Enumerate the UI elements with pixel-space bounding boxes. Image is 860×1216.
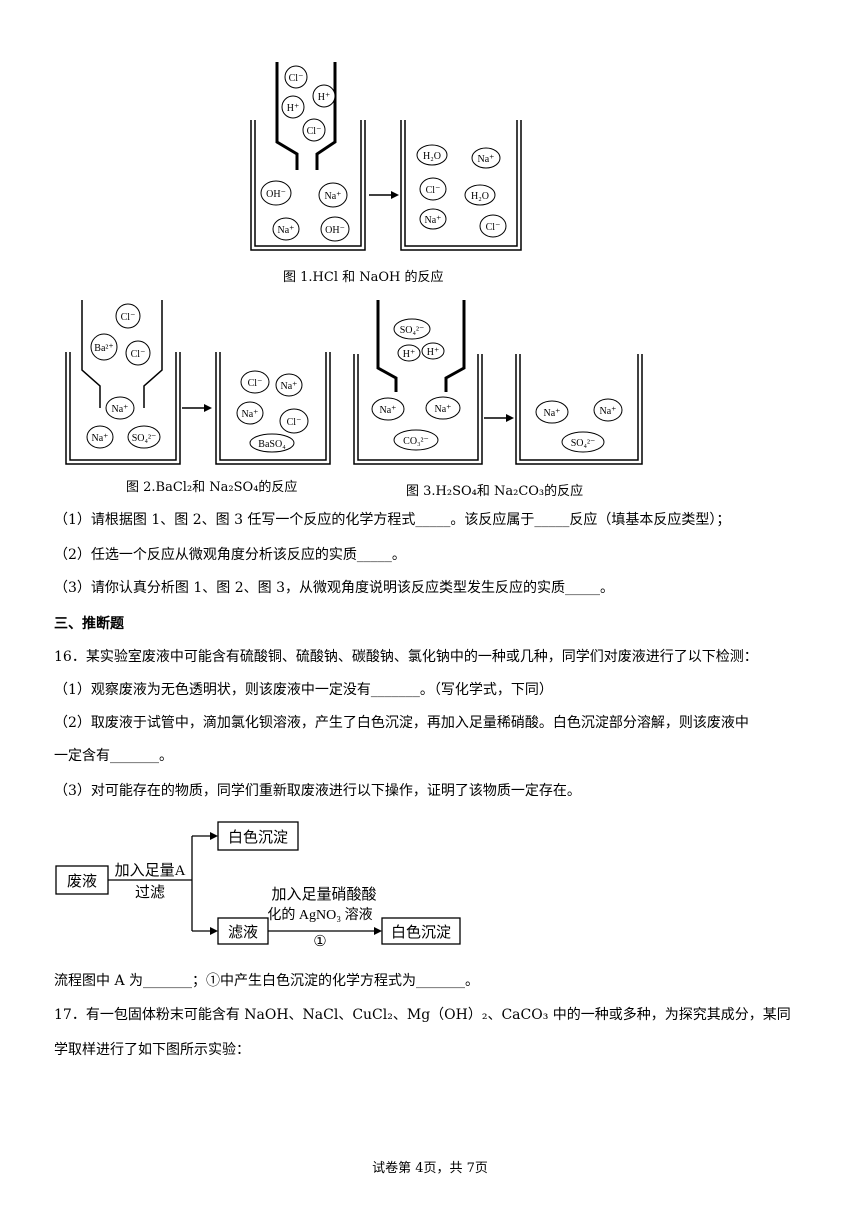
q17-line2: 学取样进行了如下图所示实验： — [54, 1042, 250, 1058]
fig3-ion: H⁺ — [427, 347, 440, 358]
flow-step1-label: 加入足量A — [115, 862, 186, 879]
page-footer: 试卷第 4页，共 7页 — [372, 1161, 488, 1176]
fig1-ion: H₂O — [471, 191, 489, 202]
q16-answer-line: 流程图中 A 为_______；①中产生白色沉淀的化学方程式为_______。 — [54, 973, 480, 989]
fig1-ion: H⁺ — [318, 92, 331, 103]
section-title: 三、推断题 — [54, 616, 124, 632]
fig1-ion: OH⁻ — [266, 189, 286, 200]
q16-part3: （3）对可能存在的物质，同学们重新取废液进行以下操作，证明了该物质一定存在。 — [54, 783, 581, 799]
fig2-ion: Na⁺ — [242, 409, 259, 420]
q15-part2: （2）任选一个反应从微观角度分析该反应的实质_____。 — [54, 547, 406, 563]
fig1-ion: Na⁺ — [325, 191, 342, 202]
figure-3: SO₄²⁻ H⁺ H⁺ Na⁺ Na⁺ CO₃²⁻ Na⁺ Na⁺ SO₄²⁻ — [353, 300, 643, 465]
flow-precip-box-2: 白色沉淀 — [391, 924, 451, 941]
flow-step1-sub-label: 过滤 — [135, 884, 165, 901]
q15-part3: （3）请你认真分析图 1、图 2、图 3，从微观角度说明该反应类型发生反应的实质… — [54, 580, 614, 596]
fig2-ion: Ba²⁺ — [94, 343, 113, 354]
fig1-ion: Cl⁻ — [426, 185, 441, 196]
q15-part1: （1）请根据图 1、图 2、图 3 任写一个反应的化学方程式_____。该反应属… — [54, 512, 731, 528]
fig3-ion: Na⁺ — [435, 404, 452, 415]
flow-chart: 废液 白色沉淀 滤液 白色沉淀 加入足量A 过滤 加入足量硝酸酸 化的 AgNO… — [55, 821, 461, 950]
q16-part1: （1）观察废液为无色透明状，则该废液中一定没有_______。（写化学式，下同） — [54, 682, 553, 698]
fig2-ion: Cl⁻ — [248, 378, 263, 389]
fig1-ion: Cl⁻ — [486, 222, 501, 233]
q16-part2b: 一定含有_______。 — [54, 748, 173, 764]
figure-2: Cl⁻ Ba²⁺ Cl⁻ Na⁺ Na⁺ SO₄²⁻ Cl⁻ Na⁺ Na⁺ C… — [65, 300, 331, 465]
fig3-ion: SO₄²⁻ — [400, 325, 425, 336]
fig1-ion: Na⁺ — [425, 215, 442, 226]
fig3-ion: Na⁺ — [380, 405, 397, 416]
flow-precip-box-1: 白色沉淀 — [228, 829, 288, 846]
fig3-ion: H⁺ — [403, 349, 416, 360]
fig3-ion: CO₃²⁻ — [403, 436, 429, 447]
figure-1: Cl⁻ H⁺ H⁺ Cl⁻ OH⁻ Na⁺ Na⁺ OH⁻ H₂O Na⁺ Cl… — [250, 62, 522, 251]
fig1-ion: Cl⁻ — [307, 126, 322, 137]
flow-filtrate-box: 滤液 — [228, 924, 258, 941]
fig1-ion: Na⁺ — [278, 225, 295, 236]
fig3-ion: SO₄²⁻ — [571, 438, 596, 449]
flow-step2-marker: ① — [313, 934, 326, 950]
flow-step2-label: 加入足量硝酸酸 — [271, 886, 376, 903]
fig3-ion: Na⁺ — [600, 406, 617, 417]
fig1-ion: Na⁺ — [478, 154, 495, 165]
fig1-ion: Cl⁻ — [289, 73, 304, 84]
fig1-ion: H⁺ — [287, 103, 300, 114]
fig2-ion: Na⁺ — [92, 433, 109, 444]
flow-step2-reagent: 化的 AgNO₃ 溶液 — [267, 907, 372, 923]
fig2-ion: BaSO₄ — [258, 439, 286, 450]
q16-part2a: （2）取废液于试管中，滴加氯化钡溶液，产生了白色沉淀，再加入足量稀硝酸。白色沉淀… — [54, 715, 749, 731]
fig1-ion: OH⁻ — [325, 225, 345, 236]
fig2-ion: Cl⁻ — [131, 349, 146, 360]
flow-waste-box: 废液 — [67, 873, 97, 890]
q17-line1: 17．有一包固体粉末可能含有 NaOH、NaCl、CuCl₂、Mg（OH）₂、C… — [54, 1007, 791, 1023]
figure-3-caption: 图 3.H₂SO₄和 Na₂CO₃的反应 — [406, 484, 584, 499]
fig2-ion: Cl⁻ — [287, 417, 302, 428]
figure-2-caption: 图 2.BaCl₂和 Na₂SO₄的反应 — [126, 480, 298, 495]
fig2-ion: Cl⁻ — [121, 312, 136, 323]
fig3-ion: Na⁺ — [544, 408, 561, 419]
fig2-ion: Na⁺ — [281, 381, 298, 392]
q16-stem: 16．某实验室废液中可能含有硫酸铜、硫酸钠、碳酸钠、氯化钠中的一种或几种，同学们… — [54, 649, 758, 665]
fig2-ion: SO₄²⁻ — [132, 433, 157, 444]
figure-1-caption: 图 1.HCl 和 NaOH 的反应 — [283, 270, 444, 285]
fig2-ion: Na⁺ — [112, 404, 129, 415]
fig1-ion: H₂O — [423, 151, 441, 162]
